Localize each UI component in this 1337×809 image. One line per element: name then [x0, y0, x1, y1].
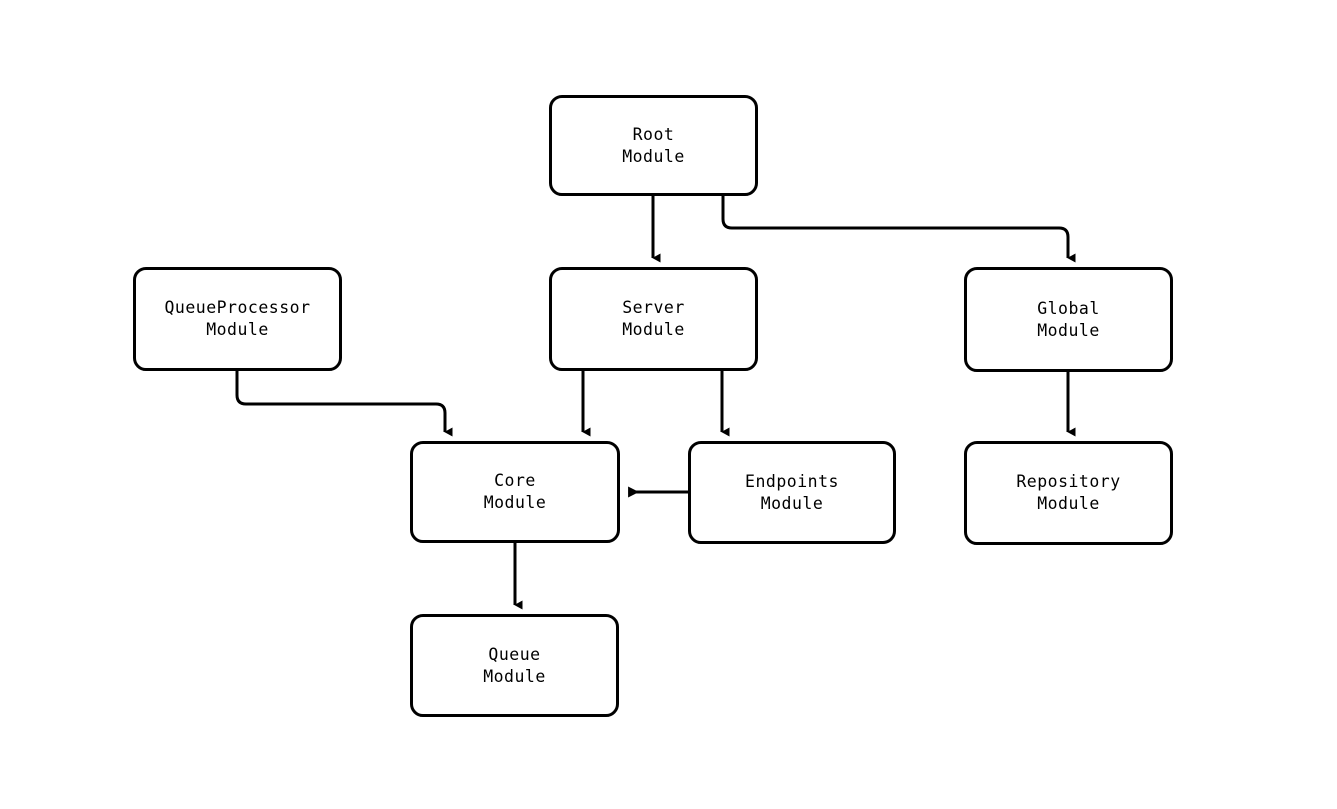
node-label-kind: Module [483, 666, 546, 686]
node-label-kind: Module [1037, 494, 1100, 513]
node-label-kind: Module [622, 320, 685, 339]
node-label-name: Global [1037, 298, 1100, 318]
node-label-kind: Module [622, 146, 685, 166]
node-label-name: Repository [1016, 472, 1121, 491]
node-label-kind: Module [483, 493, 547, 512]
edge-root-to-global [721, 196, 1076, 263]
node-label-name: Endpoints [745, 471, 839, 491]
node-label-name: Queue [488, 644, 541, 664]
node-label-name: QueueProcessor [164, 298, 311, 317]
node-label-name: Core [494, 471, 536, 490]
node-label-name: Server [622, 298, 685, 317]
node-label-kind: Module [760, 493, 824, 513]
node-label-kind: Module [1037, 320, 1100, 340]
edge-queueprocessor-to-core [235, 371, 453, 437]
node-label-name: Root [632, 124, 675, 144]
node-label-kind: Module [206, 320, 269, 339]
